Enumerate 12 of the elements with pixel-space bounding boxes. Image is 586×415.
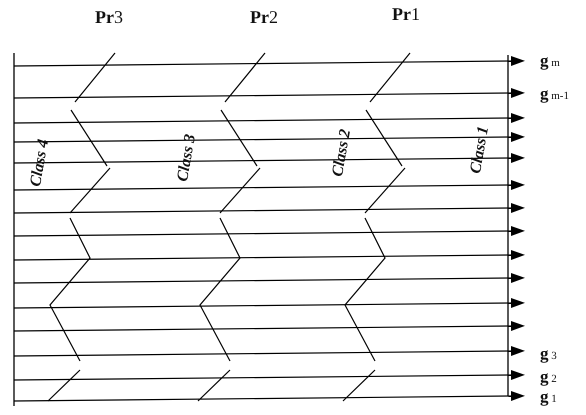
class-label: Class 4 [28,138,52,188]
axis-label: Pr3 [95,8,123,26]
line-label: g m [540,52,560,69]
line-label: g m-1 [540,85,569,102]
axis-label: Pr1 [392,5,420,23]
class-label: Class 2 [330,128,354,178]
line-label: g 1 [540,388,557,405]
class-label: Class 1 [468,125,492,175]
class-label: Class 3 [175,133,200,183]
line-label: g 2 [540,368,557,385]
line-label: g 3 [540,345,557,362]
axis-label: Pr2 [250,8,278,26]
